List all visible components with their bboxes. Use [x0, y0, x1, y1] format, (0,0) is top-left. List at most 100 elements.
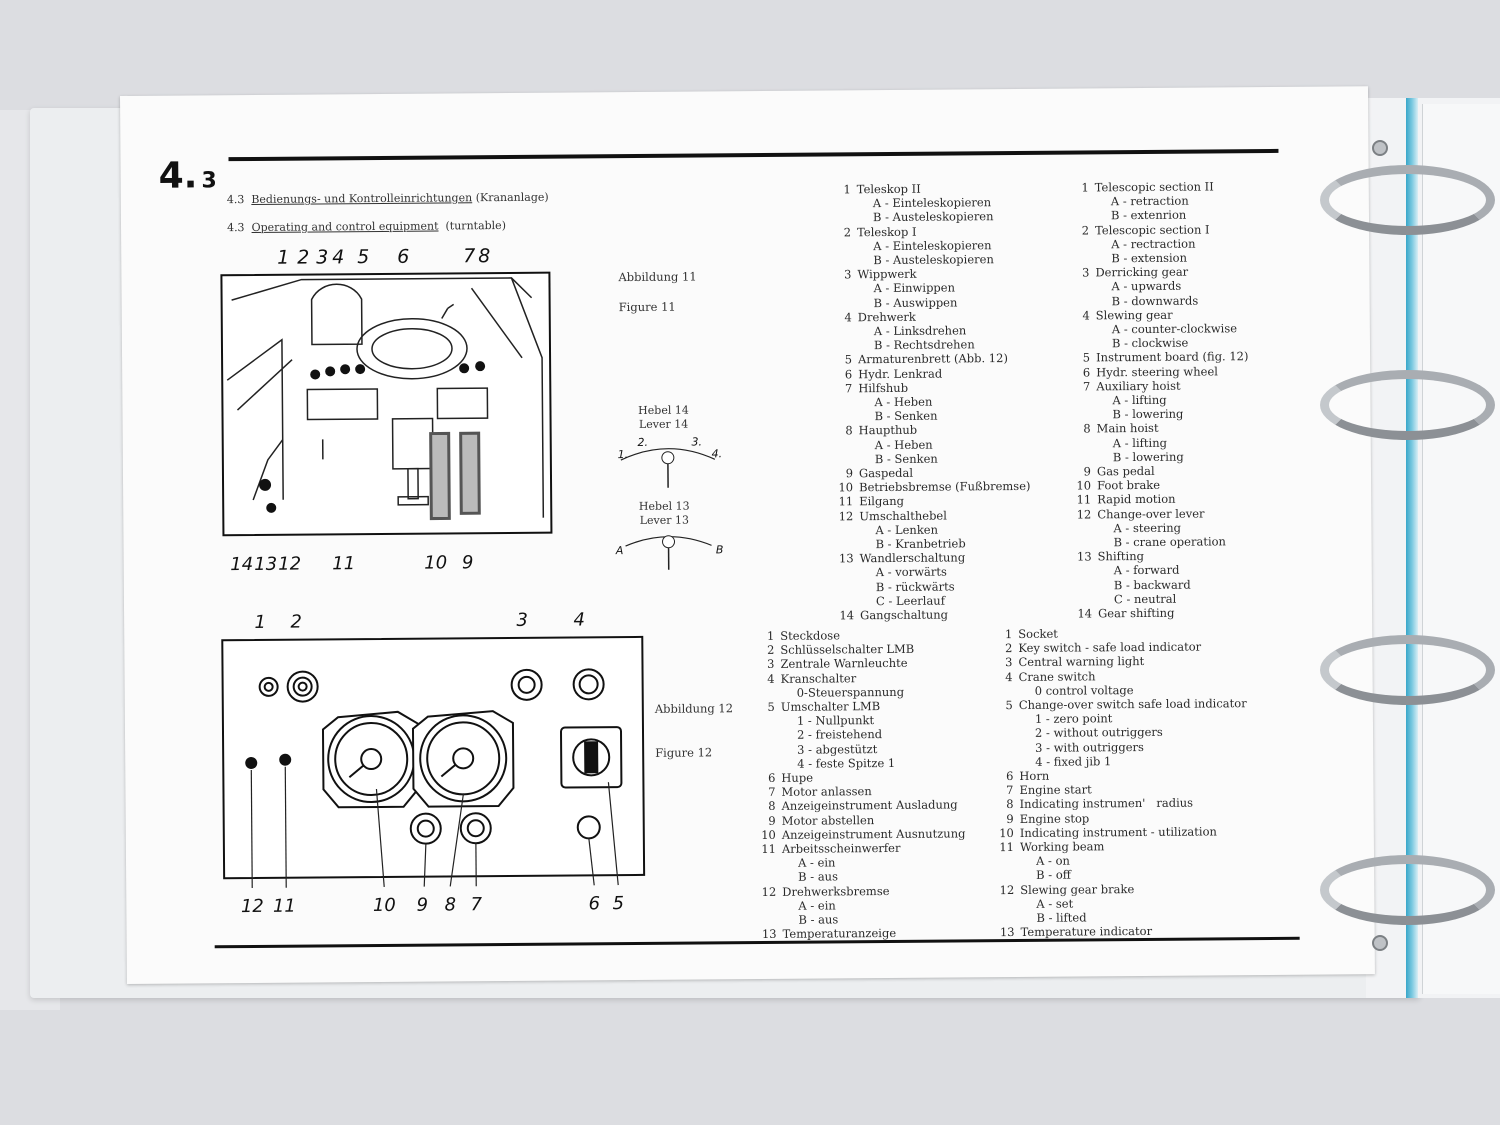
legend-number: 12 [999, 882, 1015, 897]
legend-text: Gangschaltung [860, 607, 949, 623]
callout-number: 2 [290, 612, 302, 633]
legend-number: 2 [1004, 641, 1013, 656]
legend-text: Gas pedal [1096, 463, 1155, 479]
legend-subitem: A - upwards [1111, 279, 1182, 294]
lever-position-label: 1. [618, 448, 629, 461]
legend-number: 10 [999, 825, 1014, 840]
legend-number: 14 [839, 608, 855, 623]
legend-item: 10 Indicating instrument - utilization [996, 824, 1248, 840]
legend-number: 4 [844, 310, 852, 325]
legend-number: 12 [838, 508, 854, 524]
legend-number: 9 [768, 813, 776, 828]
legend-text: Shifting [1097, 549, 1144, 564]
legend-subitem: B - extension [1111, 250, 1188, 266]
figure-11-label-de: Abbildung 11 [618, 269, 697, 285]
legend-number: 8 [1083, 421, 1091, 436]
legend-text: Armaturenbrett (Abb. 12) [858, 351, 1008, 367]
binder-ring-2 [1320, 370, 1495, 440]
top-rule [228, 148, 1279, 162]
manual-page: 4.3 4.3 Bedienungs- und Kontrolleinricht… [120, 86, 1375, 984]
legend-text: Hilfshub [858, 380, 909, 396]
legend-text: Telescopic section II [1094, 179, 1214, 195]
legend-number: 1 [1004, 627, 1013, 642]
legend-text: Drehwerk [857, 309, 916, 325]
legend-number: 5 [767, 699, 775, 714]
legend-subitem: A - vorwärts [875, 565, 947, 580]
lever-14-diagram: 1. 2. 3. 4. [618, 435, 723, 488]
legend-text: Arbeitsscheinwerfer [781, 840, 901, 856]
figure-12-label-de: Abbildung 12 [654, 701, 734, 716]
legend-text: Motor abstellen [781, 812, 875, 828]
callout-number: 12 [278, 554, 301, 575]
lever-position-label: 4. [712, 447, 723, 460]
legend-number: 2 [1081, 223, 1090, 238]
legend-number: 11 [1076, 492, 1092, 507]
legend-text: Motor anlassen [781, 784, 872, 800]
legend-text: Kranschalter [780, 670, 857, 686]
legend-subitem: A - Lenken [875, 522, 939, 537]
legend-text: Instrument board (fig. 12) [1096, 349, 1249, 365]
callout-number: 1 [254, 612, 266, 633]
legend-text: Wippwerk [857, 266, 917, 282]
legend-subitem: A - lifting [1112, 392, 1167, 408]
legend-text: Teleskop II [856, 181, 921, 197]
legend-item: 4 Drehwerk [834, 309, 1029, 325]
legend-number: 9 [845, 466, 854, 481]
legend-subitem: B - Senken [874, 408, 938, 424]
lever-position-label: 2. [637, 436, 648, 449]
legend-text: Umschalter LMB [780, 699, 881, 714]
legend-text: Eilgang [859, 494, 905, 509]
legend-subitem: B - Austeleskopieren [873, 252, 994, 268]
legend-number: 5 [1082, 350, 1091, 365]
legend-number: 13 [761, 927, 777, 942]
legend-number: 11 [999, 840, 1014, 855]
legend-subitem: B - Kranbetrieb [875, 536, 966, 552]
next-page [1422, 104, 1500, 994]
legend-text: Slewing gear brake [1020, 881, 1135, 897]
callout-number: 8 [478, 245, 490, 267]
legend-text: Gaspedal [858, 465, 914, 481]
legend-text: Engine start [1019, 782, 1092, 798]
legend-subitem: A - Einwippen [873, 280, 956, 296]
legend-text: Indicating instrument - utilization [1019, 824, 1217, 840]
lever-position-label: 3. [691, 435, 702, 448]
legend-subitem: A - rectraction [1111, 236, 1196, 252]
legend-text: Temperaturanzeige [782, 926, 897, 942]
callout-number: 11 [332, 553, 355, 574]
legend-text: Central warning light [1018, 654, 1145, 670]
callout-number: 13 [254, 554, 277, 575]
callout-number: 6 [589, 893, 601, 914]
legend-text: Engine stop [1019, 811, 1090, 826]
legend-text: Hydr. steering wheel [1096, 364, 1218, 379]
legend-text: Derricking gear [1095, 264, 1189, 280]
legend-text: Teleskop I [857, 224, 917, 239]
legend-subitem: B - Auswippen [873, 295, 958, 310]
legend-text: Schlüsselschalter LMB [780, 641, 915, 658]
legend-number: 7 [1006, 783, 1014, 798]
right-page-stack [1366, 98, 1500, 998]
gauge-needles [348, 741, 599, 778]
bottom-rule [214, 936, 1300, 949]
legend-subitem: A - lifting [1112, 435, 1167, 450]
legend-text: Drehwerksbremse [782, 883, 890, 899]
lever-13-label-de: Hebel 13 [638, 499, 690, 513]
legend-subitem: B - Rechtsdrehen [873, 337, 975, 353]
